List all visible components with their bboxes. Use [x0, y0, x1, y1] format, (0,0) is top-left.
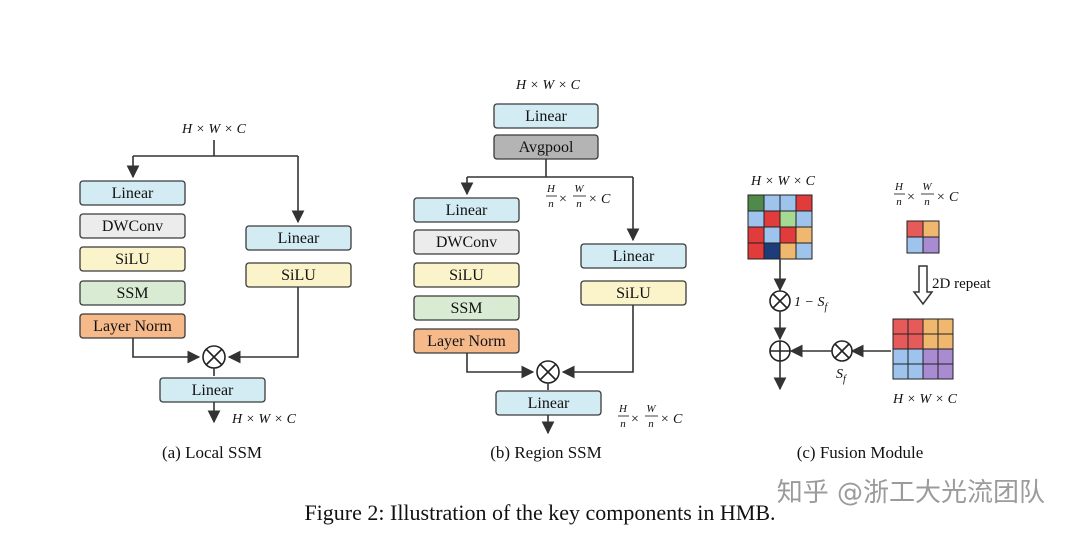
region-pooled-dim: H n × W n × C	[546, 183, 611, 210]
fusion-add-icon	[769, 340, 791, 362]
local-dwconv-box	[79, 213, 186, 239]
svg-text:W: W	[646, 403, 656, 415]
panel-region-ssm: H × W × C Linear Avgpool H n × W n × C L…	[413, 78, 687, 462]
region-output-dim: H n × W n × C	[618, 403, 683, 430]
local-right-linear-label: Linear	[278, 230, 320, 247]
region-ssm-caption: (b) Region SSM	[490, 443, 601, 462]
fusion-module-caption: (c) Fusion Module	[797, 443, 924, 462]
repeat-arrow-icon	[912, 265, 934, 306]
local-multiply-icon	[202, 345, 226, 369]
local-linear-box	[79, 180, 186, 206]
region-ssm-box	[413, 295, 520, 321]
fusion-repeated-dim: H × W × C	[892, 392, 958, 407]
region-dwconv-label: DWConv	[436, 234, 497, 251]
panel-local-ssm: H × W × C Linear DWConv SiLU SSM Layer N…	[79, 122, 352, 462]
region-layernorm-label: Layer Norm	[427, 333, 506, 350]
svg-text:n: n	[548, 198, 554, 210]
local-output-linear-label: Linear	[192, 382, 234, 399]
local-output-linear-box	[159, 377, 266, 403]
svg-text:×: ×	[631, 412, 639, 427]
local-right-silu-label: SiLU	[281, 267, 316, 284]
fusion-multiply-icon-right	[831, 340, 853, 362]
local-ssm-caption: (a) Local SSM	[162, 443, 262, 462]
svg-text:× C: × C	[936, 190, 959, 205]
local-right-linear-box	[245, 225, 352, 251]
svg-text:n: n	[576, 198, 582, 210]
repeated-feature-grid	[892, 318, 954, 380]
local-dwconv-label: DWConv	[102, 218, 163, 235]
local-silu-box	[79, 246, 186, 272]
local-ssm-label: SSM	[116, 285, 148, 302]
fusion-region-dim: H n × W n × C	[894, 181, 959, 208]
region-top-linear-box	[493, 103, 599, 129]
region-dwconv-box	[413, 229, 520, 255]
figure-caption: Figure 2: Illustration of the key compon…	[304, 500, 775, 525]
region-right-linear-box	[580, 243, 687, 269]
fusion-input-dim: H × W × C	[750, 174, 816, 189]
local-ssm-box	[79, 280, 186, 306]
svg-text:W: W	[574, 183, 584, 195]
svg-text:×: ×	[907, 190, 915, 205]
svg-text:W: W	[922, 181, 932, 193]
svg-text:n: n	[620, 418, 626, 430]
watermark-text: 知乎 @浙工大光流团队	[777, 478, 1045, 508]
panel-fusion-module: H × W × C H n × W	[747, 174, 992, 462]
local-input-dim: H × W × C	[181, 122, 247, 137]
region-multiply-icon	[536, 360, 560, 384]
svg-text:n: n	[648, 418, 654, 430]
local-output-dim: H × W × C	[231, 412, 297, 427]
region-top-linear-label: Linear	[525, 108, 567, 125]
svg-text:n: n	[896, 196, 902, 208]
local-feature-grid	[747, 194, 813, 260]
region-silu-label: SiLU	[449, 267, 484, 284]
fusion-s-label: Sf	[836, 367, 847, 385]
svg-text:×: ×	[559, 192, 567, 207]
fusion-multiply-icon-left	[769, 290, 791, 312]
svg-text:n: n	[924, 196, 930, 208]
region-right-silu-label: SiLU	[616, 285, 651, 302]
local-linear-label: Linear	[112, 185, 154, 202]
repeat-label: 2D repeat	[932, 276, 992, 292]
local-silu-label: SiLU	[115, 251, 150, 268]
region-feature-grid	[906, 220, 940, 254]
region-input-dim: H × W × C	[515, 78, 581, 93]
region-right-linear-label: Linear	[613, 248, 655, 265]
region-linear-box	[413, 197, 520, 223]
svg-text:× C: × C	[588, 192, 611, 207]
region-linear-label: Linear	[446, 202, 488, 219]
svg-text:× C: × C	[660, 412, 683, 427]
svg-text:H: H	[546, 183, 556, 195]
local-layernorm-label: Layer Norm	[93, 318, 172, 335]
fusion-one-minus-s: 1 − Sf	[794, 295, 828, 313]
region-silu-box	[413, 262, 520, 288]
svg-text:H: H	[618, 403, 628, 415]
region-output-linear-label: Linear	[528, 395, 570, 412]
svg-text:H: H	[894, 181, 904, 193]
region-ssm-label: SSM	[450, 300, 482, 317]
region-avgpool-label: Avgpool	[519, 139, 574, 156]
